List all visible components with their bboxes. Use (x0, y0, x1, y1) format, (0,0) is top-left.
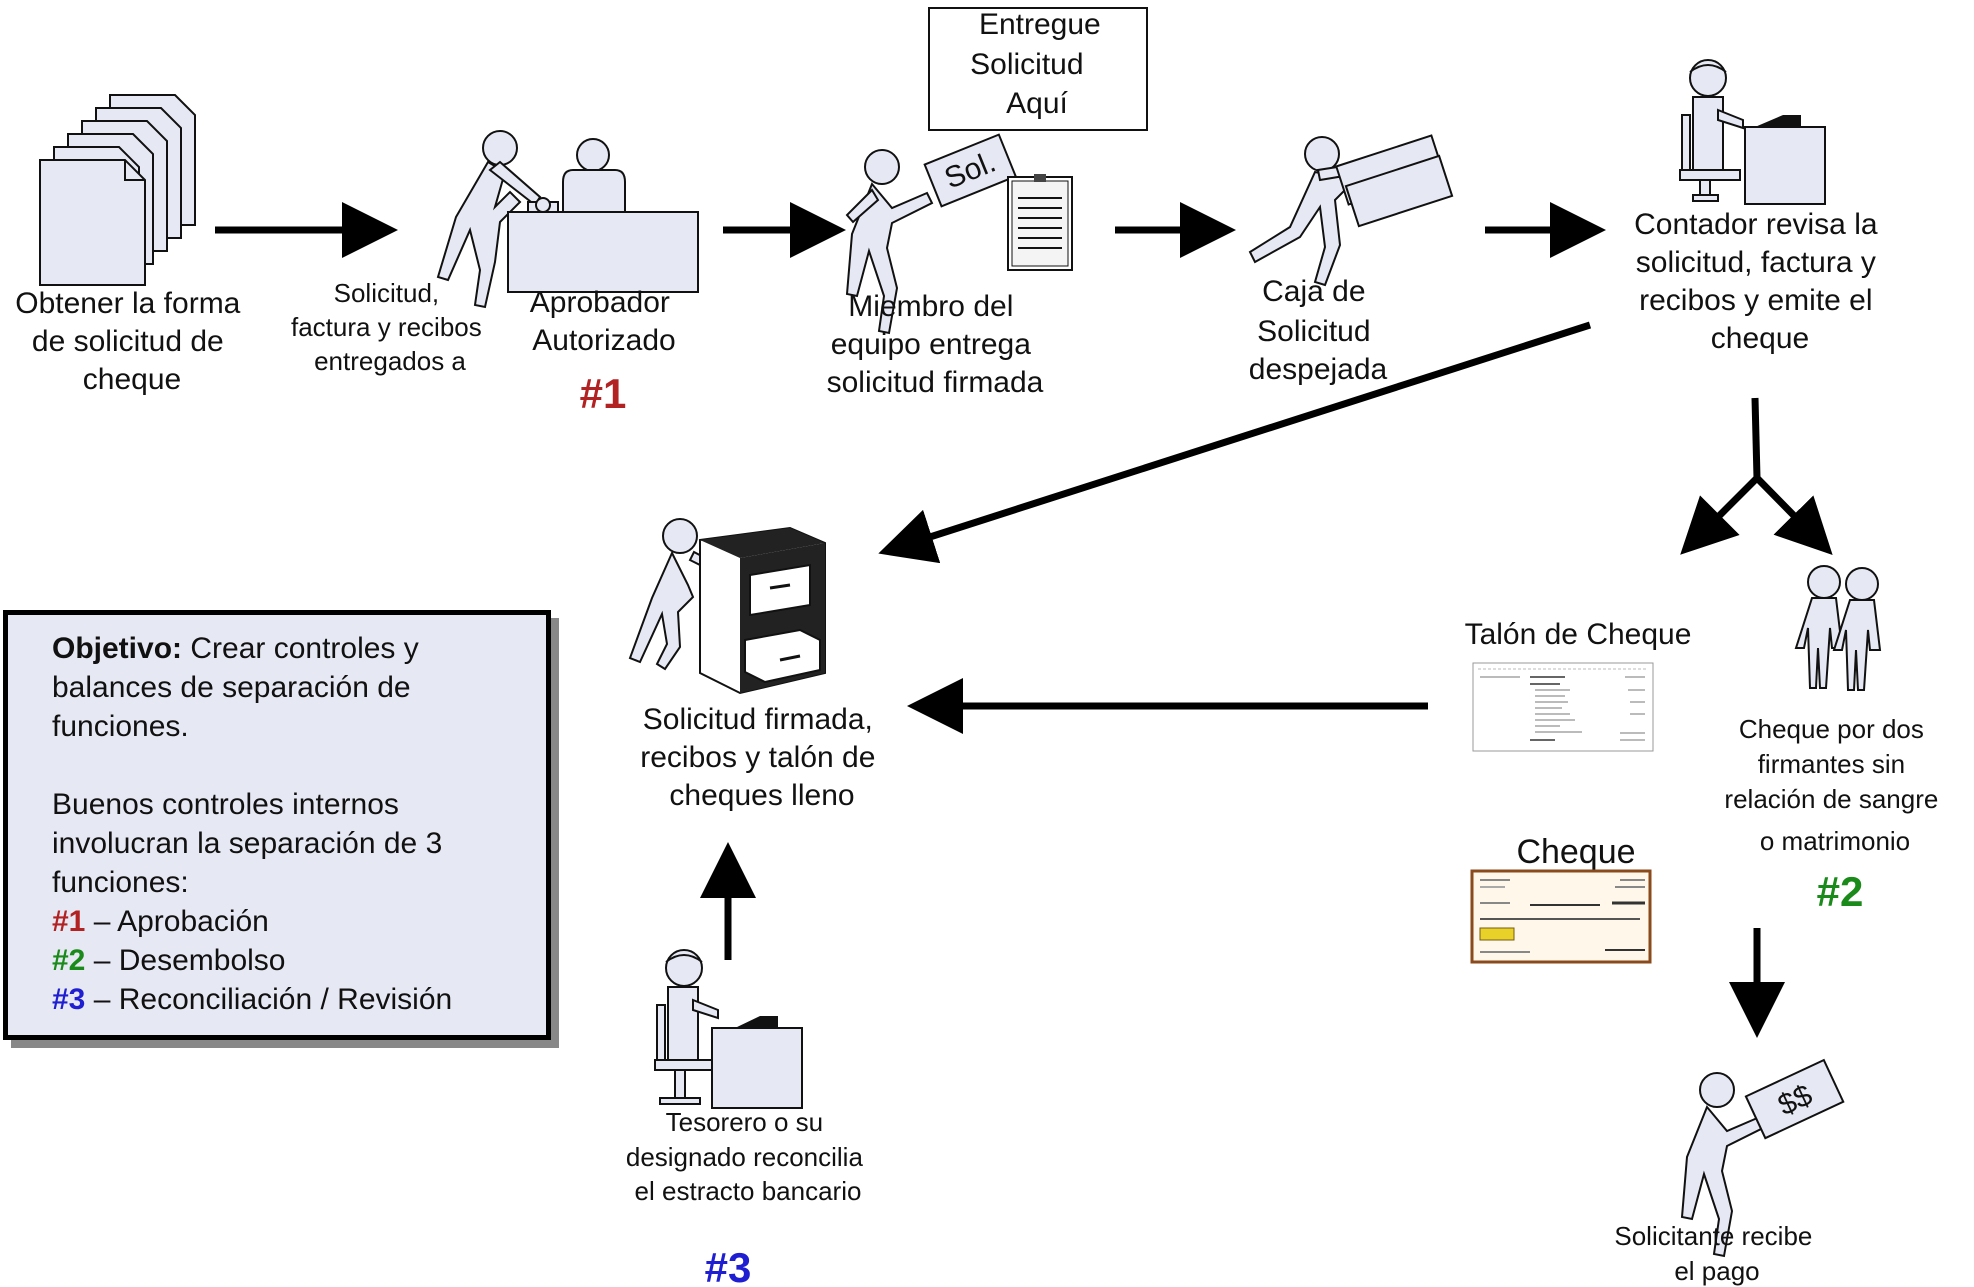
two-signers-number: #2 (1817, 868, 1864, 915)
money-sign-icon: $$ (1744, 1058, 1845, 1140)
obtain-form-label: Obtener la forma de solicitud de cheque (15, 287, 248, 396)
team-member-label: Miembro del equipo entrega solicitud fir… (827, 290, 1044, 399)
objective-title: Objetivo: (52, 632, 183, 665)
deliver-here-box (928, 7, 1148, 131)
objective-item-num: #1 (52, 905, 86, 938)
delivered-to-label: Solicitud, factura y recibos entregados … (291, 278, 489, 376)
objective-item-2: #2 – Desembolso (52, 941, 526, 980)
check-stub-image (1472, 662, 1654, 752)
accountant-label: Contador revisa la solicitud, factura y … (1634, 208, 1886, 355)
treasurer-label: Tesorero o su designado reconcilia el es… (626, 1107, 870, 1206)
documents-stack-icon (39, 94, 196, 286)
check-label: Cheque (1516, 833, 1635, 871)
accountant-desk-icon (1679, 59, 1826, 205)
team-member-icon (845, 149, 934, 335)
check-stub-label: Talón de Cheque (1465, 618, 1692, 651)
objective-box: Objetivo: Crear controles y balances de … (3, 610, 551, 1040)
deliver-here-label: Entregue Solicitud Aquí (970, 8, 1109, 120)
sol-sign-icon: Sol. (923, 133, 1018, 208)
check-image (1470, 869, 1652, 964)
approver-number: #1 (580, 370, 627, 417)
objective-item-num: #3 (52, 983, 86, 1016)
objective-item-text: – Aprobación (85, 905, 269, 938)
two-signers-icon (1794, 565, 1882, 691)
filing-cabinet-icon (628, 518, 826, 695)
treasurer-desk-icon (654, 949, 803, 1109)
objective-statement: Objetivo: Crear controles y balances de … (52, 629, 526, 746)
objective-text: Crear controles y balances de separación… (52, 632, 419, 743)
flow-arrow (878, 321, 1592, 564)
box-carrier-icon (1248, 134, 1454, 287)
objective-item-text: – Desembolso (85, 944, 286, 977)
form-document-icon (1007, 174, 1073, 271)
requester-paid-label: Solicitante recibe el pago (1614, 1221, 1819, 1286)
box-cleared-label: Caja de Solicitud despejada (1249, 275, 1388, 386)
objective-item-1: #1 – Aprobación (52, 902, 526, 941)
objective-item-3: #3 – Reconciliación / Revisión (52, 980, 526, 1019)
two-signers-label: Cheque por dos firmantes sin relación de… (1724, 714, 1945, 856)
objective-item-text: – Reconciliación / Revisión (85, 983, 453, 1016)
filed-label: Solicitud firmada, recibos y talón de ch… (640, 703, 883, 812)
fork-arrow (1680, 397, 1833, 555)
treasurer-number: #3 (705, 1244, 752, 1287)
objective-intro: Buenos controles internos involucran la … (52, 788, 443, 899)
objective-item-num: #2 (52, 944, 86, 977)
approver-label: Aprobador Autorizado (530, 286, 678, 357)
approver-desk-icon (436, 130, 699, 309)
